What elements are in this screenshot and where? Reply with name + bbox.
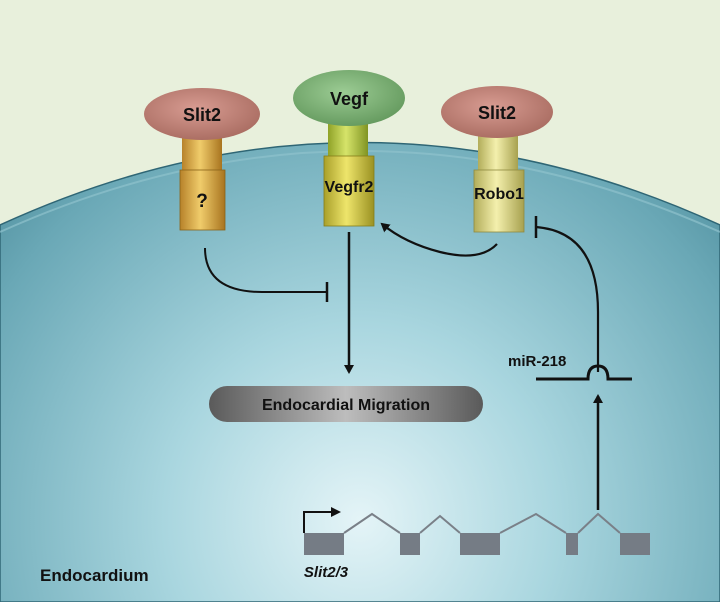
slit-gene-structure: Slit2/3 <box>303 507 650 581</box>
vegf-ligand <box>293 70 405 126</box>
exon-2 <box>400 533 420 555</box>
intron-4 <box>577 512 621 534</box>
endocardial-migration-label: Endocardial Migration <box>262 397 430 414</box>
exon-1 <box>304 533 344 555</box>
left-slit2-ligand <box>144 88 260 140</box>
unknown-receptor-label: ? <box>196 191 208 212</box>
mir218-inhibition-line <box>535 225 600 372</box>
robo1-lower-segment <box>473 169 525 233</box>
vegfr2-label: Vegfr2 <box>325 179 374 196</box>
left-receptor-lower-segment <box>179 169 226 231</box>
transcription-start-line <box>303 511 336 533</box>
left-ligand-label: Slit2 <box>183 105 221 125</box>
right-ligand-label: Slit2 <box>478 103 516 123</box>
middle-receptor-complex: Vegf Vegfr2 <box>293 70 405 227</box>
intron-3 <box>499 512 567 534</box>
intron-2 <box>419 514 461 534</box>
exon-3 <box>460 533 500 555</box>
tissue-label: Endocardium <box>40 566 149 585</box>
robo1-upper-segment <box>478 134 518 170</box>
right-receptor-complex: Slit2 Robo1 <box>441 86 553 233</box>
endocardial-migration-pill <box>209 386 483 422</box>
right-slit2-ligand <box>441 86 553 138</box>
robo1-to-vegfr2-arrow <box>380 222 498 257</box>
mir218-hairpin <box>536 364 632 381</box>
left-inhibition-line <box>204 247 326 293</box>
transcription-start-arrowhead <box>331 507 341 517</box>
robo1-label: Robo1 <box>474 186 524 203</box>
intron-1 <box>343 512 401 534</box>
exon-4 <box>566 533 578 555</box>
middle-ligand-label: Vegf <box>330 89 369 109</box>
left-receptor-complex: Slit2 ? <box>144 88 260 231</box>
endocardial-cell <box>0 141 720 602</box>
mir218-label: miR-218 <box>508 353 566 370</box>
exon-5 <box>620 533 650 555</box>
gene-label: Slit2/3 <box>304 564 349 581</box>
vegfr2-lower-segment <box>323 155 375 227</box>
